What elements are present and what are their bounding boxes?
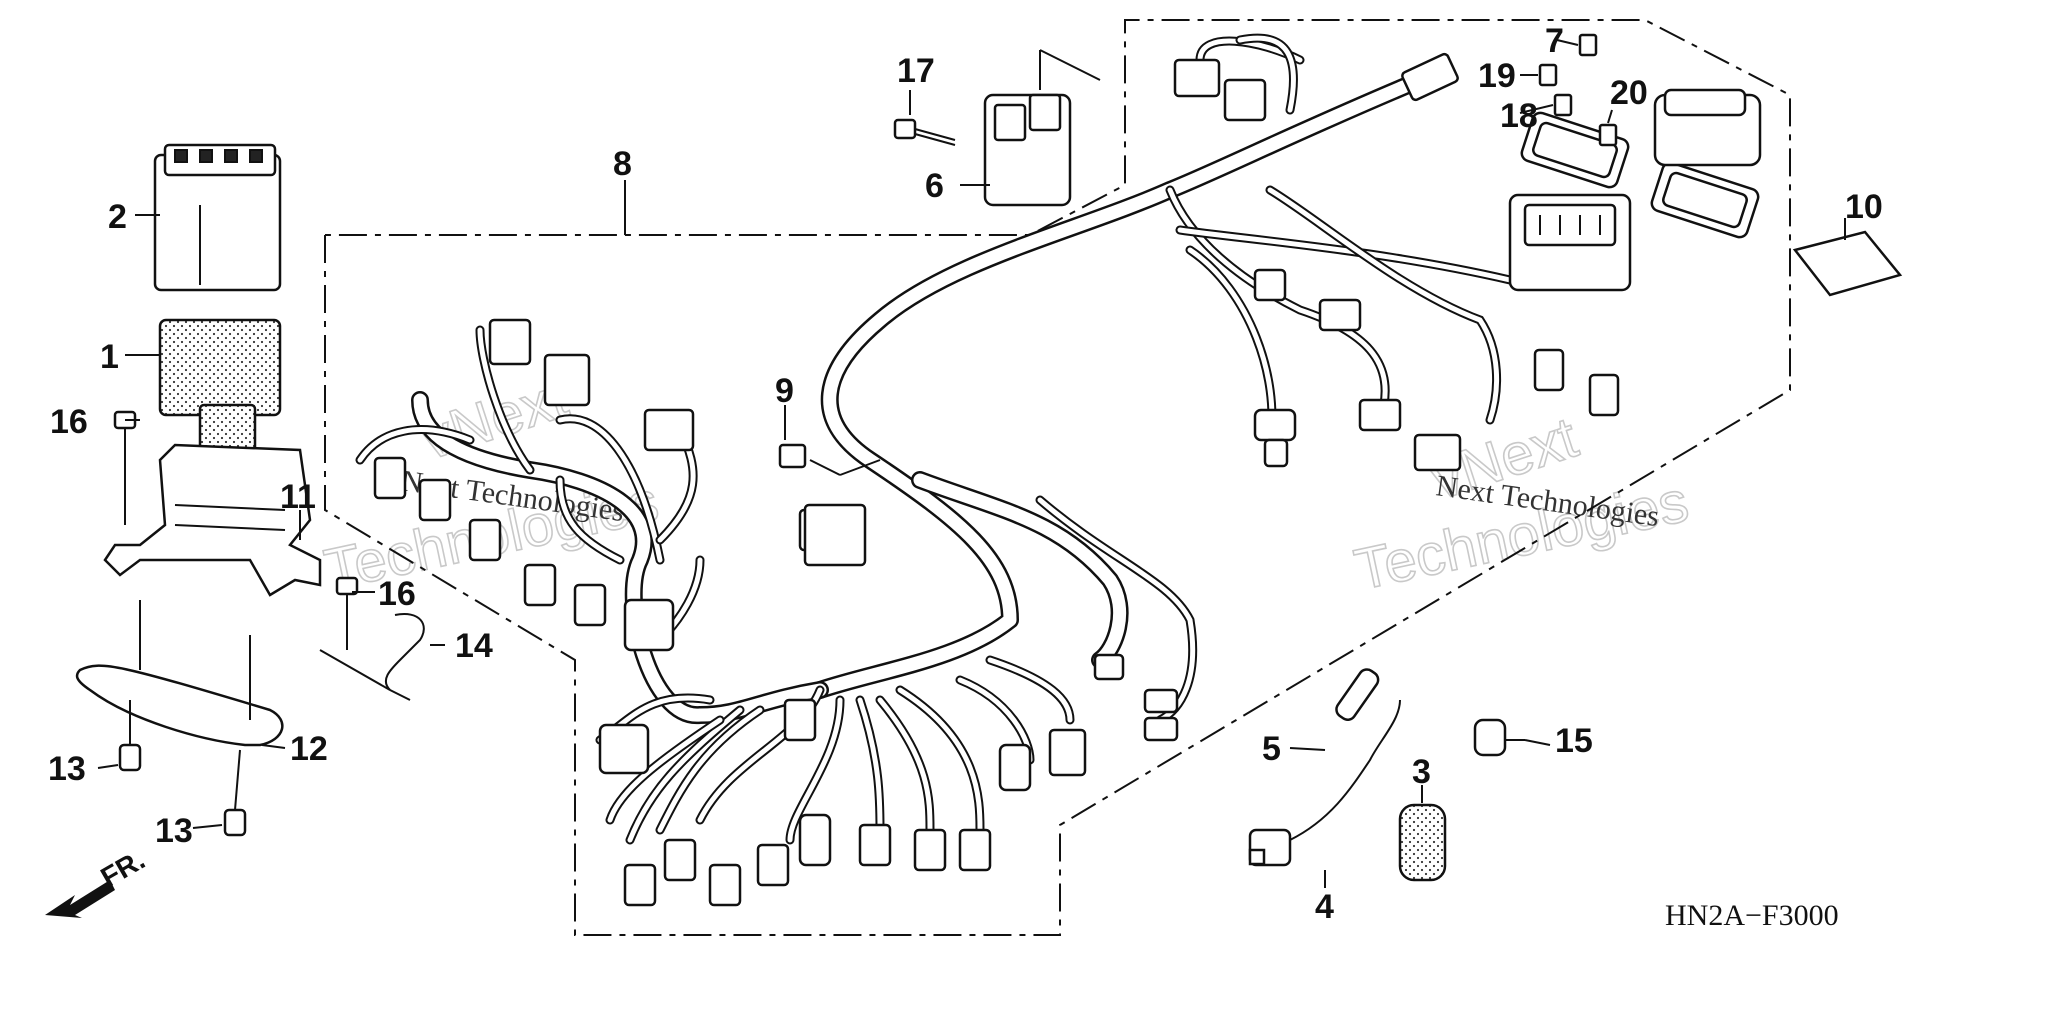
- fuses: [1538, 33, 1618, 147]
- callout-7: 7: [1545, 22, 1564, 60]
- wire-clip: [319, 613, 425, 701]
- screws: [113, 410, 359, 650]
- callout-12: 12: [290, 730, 328, 768]
- callout-4: 4: [1315, 888, 1334, 926]
- callout-16: 16: [50, 403, 88, 441]
- callout-18: 18: [1500, 97, 1538, 135]
- label-sticker: [1792, 230, 1903, 297]
- fuse-box-parts: [1520, 88, 1762, 239]
- callout-1: 1: [100, 338, 119, 376]
- sensor-cable: [1248, 668, 1401, 867]
- callout-3: 3: [1412, 753, 1431, 791]
- relay: [778, 443, 881, 476]
- callout-14: 14: [455, 627, 493, 665]
- callout-11: 11: [280, 478, 316, 516]
- callout-8: 8: [613, 145, 632, 183]
- clamp: [1473, 718, 1525, 757]
- harness-connectors: [373, 52, 1620, 907]
- callout-17: 17: [897, 52, 935, 90]
- callout-2: 2: [108, 198, 127, 236]
- control-module: [983, 49, 1101, 207]
- callout-20: 20: [1610, 74, 1648, 112]
- callouts: 2 1 16 11 16 14 12 13 13 8 17 6 9 7 19 1…: [48, 22, 1883, 926]
- cdi-unit: [153, 143, 282, 292]
- callout-19: 19: [1478, 57, 1516, 95]
- undercover-plate: [75, 600, 284, 747]
- mounting-bracket: [103, 443, 322, 597]
- harness-group-outline: [324, 19, 1791, 936]
- bolt: [893, 118, 956, 146]
- rubber-grommet: [1398, 803, 1447, 882]
- callout-9: 9: [775, 372, 794, 410]
- callout-16: 16: [378, 575, 416, 613]
- callout-6: 6: [925, 167, 944, 205]
- callout-15: 15: [1555, 722, 1593, 760]
- callout-13: 13: [155, 812, 193, 850]
- leader-lines: [97, 39, 1846, 888]
- grommets: [118, 700, 247, 837]
- front-direction-arrow: FR.: [45, 844, 150, 918]
- callout-10: 10: [1845, 188, 1883, 226]
- callout-13: 13: [48, 750, 86, 788]
- main-wire-harness: [355, 33, 1515, 845]
- fuse-box: [1508, 193, 1632, 292]
- callout-5: 5: [1262, 730, 1281, 768]
- diagram-code: HN2A−F3000: [1665, 899, 1839, 932]
